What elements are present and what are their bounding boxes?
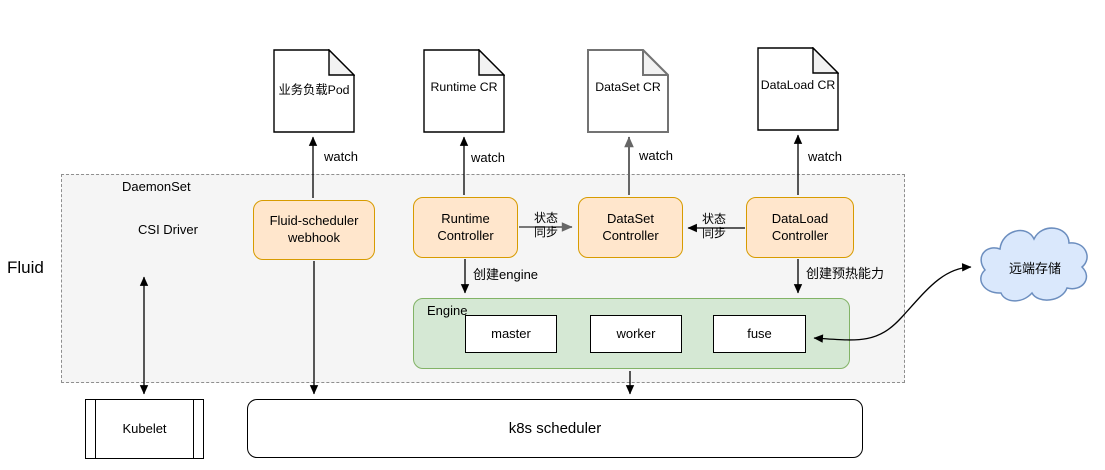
- k8s-scheduler-node: k8s scheduler: [247, 399, 863, 458]
- document-icon: [587, 47, 671, 133]
- document-dataset-cr: DataSet CR: [587, 47, 671, 133]
- create-engine-label: 创建engine: [473, 267, 539, 282]
- runtime-controller-node: Runtime Controller: [413, 197, 518, 258]
- kubelet-label: Kubelet: [122, 420, 167, 436]
- document-icon: [273, 48, 356, 133]
- create-preheat-label: 创建预热能力: [806, 266, 885, 281]
- remote-storage-label: 远端存储: [1008, 260, 1061, 276]
- fluid-label: Fluid: [7, 258, 44, 277]
- master-node: master: [465, 315, 557, 353]
- status-sync-label-2: 状态 同步: [701, 212, 726, 240]
- kubelet-inner-line: [193, 400, 194, 458]
- document-workload-pod: 业务负载Pod: [273, 48, 356, 133]
- cloud-icon: [980, 227, 1088, 302]
- dataload-controller-node: DataLoad Controller: [746, 197, 854, 258]
- document-icon: [757, 46, 840, 131]
- document-label: 业务负载Pod: [278, 83, 350, 97]
- daemonset-label: DaemonSet: [122, 179, 191, 194]
- worker-node: worker: [590, 315, 682, 353]
- engine-label: Engine: [427, 303, 468, 318]
- watch-label-4: watch: [808, 149, 842, 164]
- kubelet-inner-line: [95, 400, 96, 458]
- fluid-scheduler-webhook-node: Fluid-scheduler webhook: [253, 200, 375, 260]
- watch-label-2: watch: [471, 150, 505, 165]
- watch-label-3: watch: [639, 148, 673, 163]
- dataset-controller-node: DataSet Controller: [578, 197, 683, 258]
- document-dataload-cr: DataLoad CR: [757, 46, 840, 131]
- document-label: DataLoad CR: [760, 78, 836, 92]
- document-label: DataSet CR: [595, 80, 661, 94]
- document-runtime-cr: Runtime CR: [423, 48, 506, 133]
- watch-label-1: watch: [324, 149, 358, 164]
- kubelet-node: Kubelet: [85, 399, 204, 459]
- document-icon: [423, 48, 506, 133]
- remote-storage-node: 远端存储: [974, 215, 1096, 319]
- document-label: Runtime CR: [430, 80, 498, 94]
- status-sync-label-1: 状态 同步: [533, 211, 558, 239]
- fuse-node: fuse: [713, 315, 806, 353]
- csi-driver-node: CSI Driver: [138, 221, 198, 237]
